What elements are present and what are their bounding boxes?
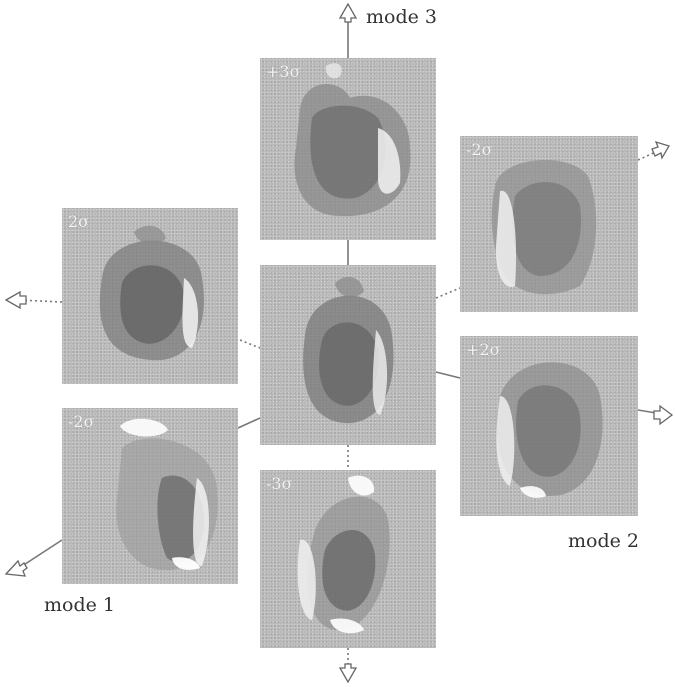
mode3-label: mode 3 bbox=[366, 6, 437, 28]
shape-mean bbox=[260, 265, 436, 445]
mode2-up-right-arrow-icon bbox=[652, 142, 669, 158]
shape-mode1-plus bbox=[62, 208, 238, 384]
mode1-down-left-arrow-icon bbox=[6, 561, 27, 576]
shape-mode3-plus bbox=[260, 58, 436, 240]
panel-label: -3σ bbox=[266, 474, 293, 493]
panel-label: +3σ bbox=[266, 62, 301, 81]
panel-label: -2σ bbox=[68, 412, 95, 431]
mode2-label: mode 2 bbox=[568, 530, 639, 552]
panel-mode3-minus: -3σ bbox=[260, 470, 436, 648]
mode1-left-arrow-icon bbox=[6, 292, 26, 308]
panel-mode1-minus: -2σ bbox=[62, 408, 238, 584]
mode1-label: mode 1 bbox=[44, 594, 115, 616]
panel-mode2-minus: -2σ bbox=[460, 136, 638, 312]
panel-label: 2σ bbox=[68, 212, 89, 231]
panel-mode3-plus: +3σ bbox=[260, 58, 436, 240]
panel-label: +2σ bbox=[466, 340, 501, 359]
mode3-up-arrow-icon bbox=[340, 4, 356, 22]
panel-mode1-plus: 2σ bbox=[62, 208, 238, 384]
panel-mean bbox=[260, 265, 436, 445]
panel-label: -2σ bbox=[466, 140, 493, 159]
mode3-down-arrow-icon bbox=[340, 664, 356, 682]
shape-mode1-minus bbox=[62, 408, 238, 584]
shape-mode2-minus bbox=[460, 136, 638, 312]
shape-mode3-minus bbox=[260, 470, 436, 648]
mode2-right-arrow-icon bbox=[654, 406, 672, 424]
panel-mode2-plus: +2σ bbox=[460, 336, 638, 516]
shape-mode2-plus bbox=[460, 336, 638, 516]
